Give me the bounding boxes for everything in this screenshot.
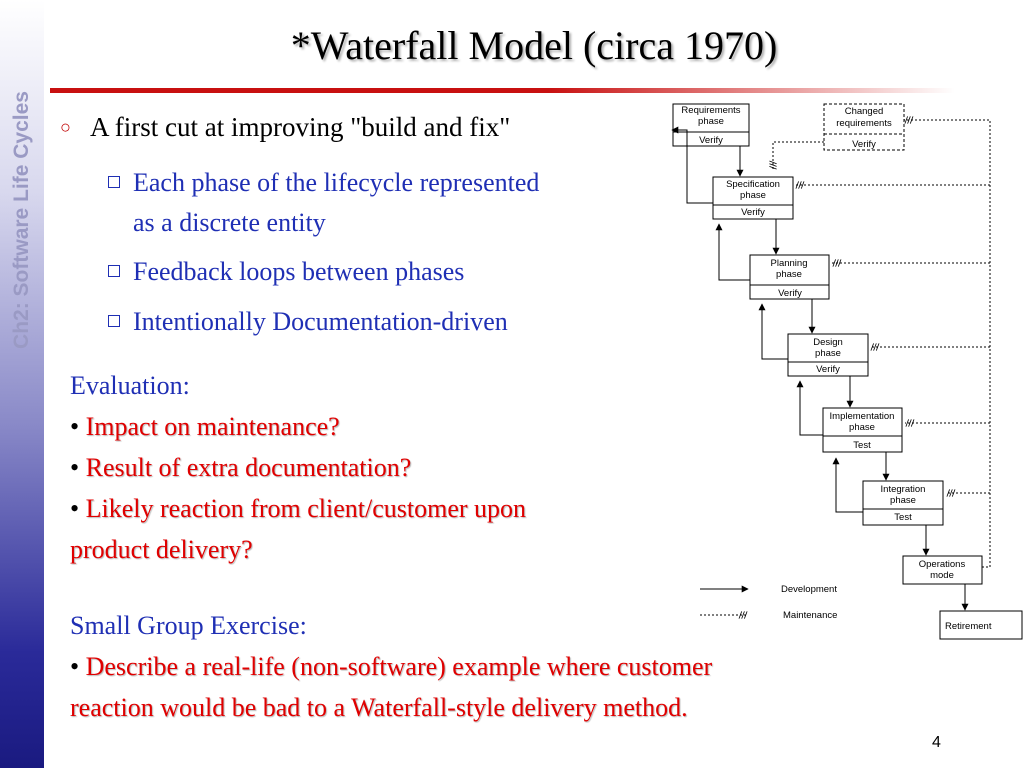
exercise-line: • Describe a real-life (non-software) ex… — [70, 652, 713, 681]
requirements-phase-box: Requirements phase Verify — [672, 103, 750, 147]
development-arrows — [736, 146, 969, 611]
evaluation-item: • Result of extra documentation? — [70, 453, 412, 482]
sub-bullet-2: Feedback loops between phases — [108, 252, 464, 292]
checkbox-bullet-icon — [108, 176, 120, 188]
title-divider — [50, 88, 955, 93]
specification-phase-box: Specification phase Verify — [712, 176, 794, 220]
checkbox-bullet-icon — [108, 265, 120, 277]
legend-maintenance-label: Maintenance — [783, 610, 837, 621]
evaluation-item: • Likely reaction from client/customer u… — [70, 494, 527, 523]
bullet-o-icon: ○ — [60, 117, 71, 137]
main-bullet: ○ A first cut at improving "build and fix… — [60, 112, 510, 143]
slide-title: *Waterfall Model (circa 1970) — [290, 23, 778, 68]
design-phase-box: Design phase Verify — [787, 333, 869, 377]
integration-label-1: Integration — [881, 484, 926, 495]
feedback-arrows — [671, 126, 863, 513]
sidebar: Ch2: Software Life Cycles — [0, 0, 44, 768]
sub-bullet-3-text: Intentionally Documentation-driven — [133, 307, 508, 336]
maintenance-arrows — [769, 116, 991, 568]
evaluation-item: • Impact on maintenance? — [70, 412, 340, 441]
main-bullet-text: A first cut at improving "build and fix" — [90, 112, 511, 142]
planning-label-1: Planning — [771, 258, 808, 269]
design-label-1: Design — [813, 337, 843, 348]
evaluation-section: Evaluation: • Impact on maintenance? • R… — [70, 365, 526, 570]
operations-mode-box: Operations mode — [902, 555, 983, 585]
changed-label-2: requirements — [836, 118, 892, 129]
specification-verify: Verify — [741, 207, 765, 218]
operations-label-1: Operations — [919, 559, 966, 570]
integration-label-2: phase — [890, 495, 916, 506]
requirements-verify: Verify — [699, 135, 723, 146]
retirement-label: Retirement — [945, 621, 992, 632]
implementation-label-1: Implementation — [830, 411, 895, 422]
exercise-heading: Small Group Exercise: — [70, 611, 307, 640]
design-label-2: phase — [815, 348, 841, 359]
specification-label-1: Specification — [726, 179, 780, 190]
design-verify: Verify — [816, 364, 840, 375]
sub-bullet-1-line1: Each phase of the lifecycle represented — [133, 168, 540, 197]
sub-bullet-3: Intentionally Documentation-driven — [108, 302, 508, 342]
specification-label-2: phase — [740, 190, 766, 201]
evaluation-item-continued: product delivery? — [70, 535, 253, 564]
planning-phase-box: Planning phase Verify — [749, 254, 830, 300]
integration-phase-box: Integration phase Test — [862, 480, 944, 526]
retirement-box: Retirement — [939, 610, 1023, 640]
evaluation-heading: Evaluation: — [70, 371, 190, 400]
implementation-label-2: phase — [849, 422, 875, 433]
page-number: 4 — [932, 734, 941, 751]
implementation-test: Test — [853, 440, 871, 451]
sub-bullet-2-text: Feedback loops between phases — [133, 257, 465, 286]
integration-test: Test — [894, 512, 912, 523]
checkbox-bullet-icon — [108, 315, 120, 327]
sub-bullet-1: Each phase of the lifecycle represented a… — [108, 163, 539, 243]
planning-verify: Verify — [778, 288, 802, 299]
changed-requirements-box: Changed requirements Verify — [823, 103, 905, 151]
operations-label-2: mode — [930, 570, 954, 581]
changed-verify: Verify — [852, 139, 876, 150]
requirements-label-1: Requirements — [681, 105, 740, 116]
requirements-label-2: phase — [698, 116, 724, 127]
exercise-section: Small Group Exercise: • Describe a real-… — [70, 605, 712, 728]
diagram-legend: Development Maintenance — [700, 584, 837, 621]
changed-label-1: Changed — [845, 106, 884, 117]
implementation-phase-box: Implementation phase Test — [822, 407, 903, 453]
legend-development-label: Development — [781, 584, 837, 595]
planning-label-2: phase — [776, 269, 802, 280]
exercise-line: reaction would be bad to a Waterfall-sty… — [70, 693, 688, 722]
sub-bullet-1-line2: as a discrete entity — [133, 208, 326, 237]
